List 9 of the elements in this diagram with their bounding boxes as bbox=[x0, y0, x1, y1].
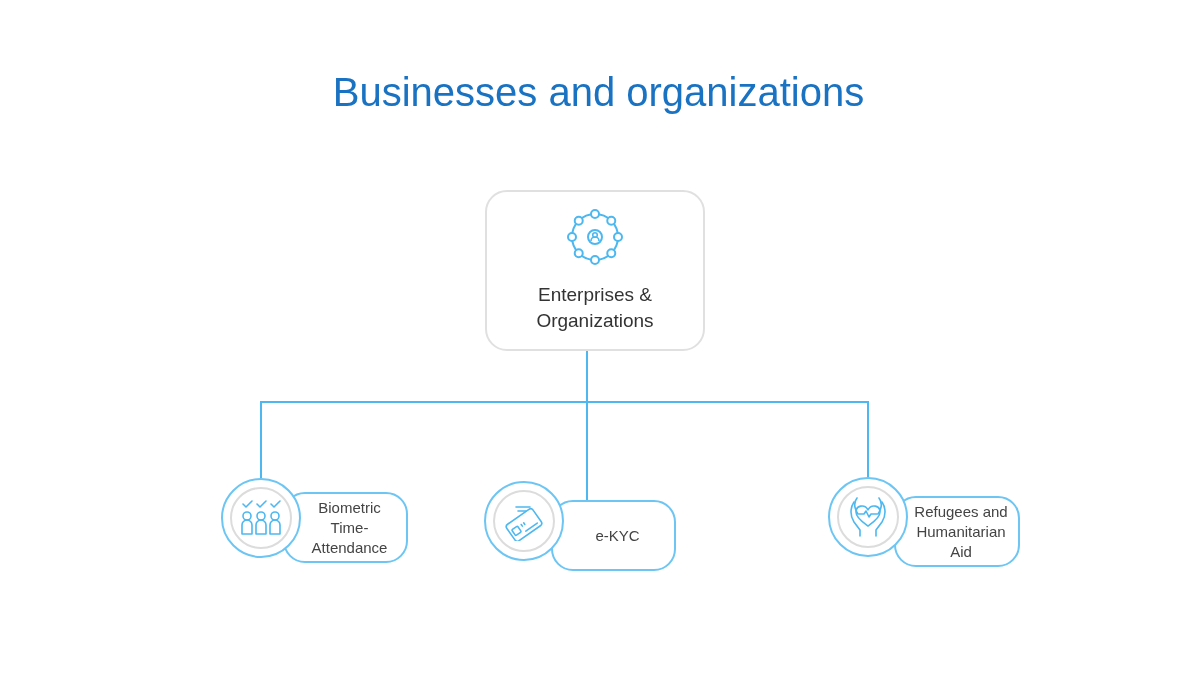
title: Businesses and organizations bbox=[331, 69, 866, 116]
service-item bbox=[484, 481, 676, 572]
card-label: Enterprises & Organizations bbox=[535, 282, 655, 333]
service-item bbox=[221, 478, 408, 564]
item-label: e-KYC bbox=[595, 525, 640, 546]
item-label: Biometric Time-Attendance bbox=[310, 497, 389, 558]
item-label: Refugees and Humanitarian Aid bbox=[913, 501, 1009, 562]
service-item bbox=[828, 477, 1020, 568]
category-card bbox=[485, 190, 705, 351]
